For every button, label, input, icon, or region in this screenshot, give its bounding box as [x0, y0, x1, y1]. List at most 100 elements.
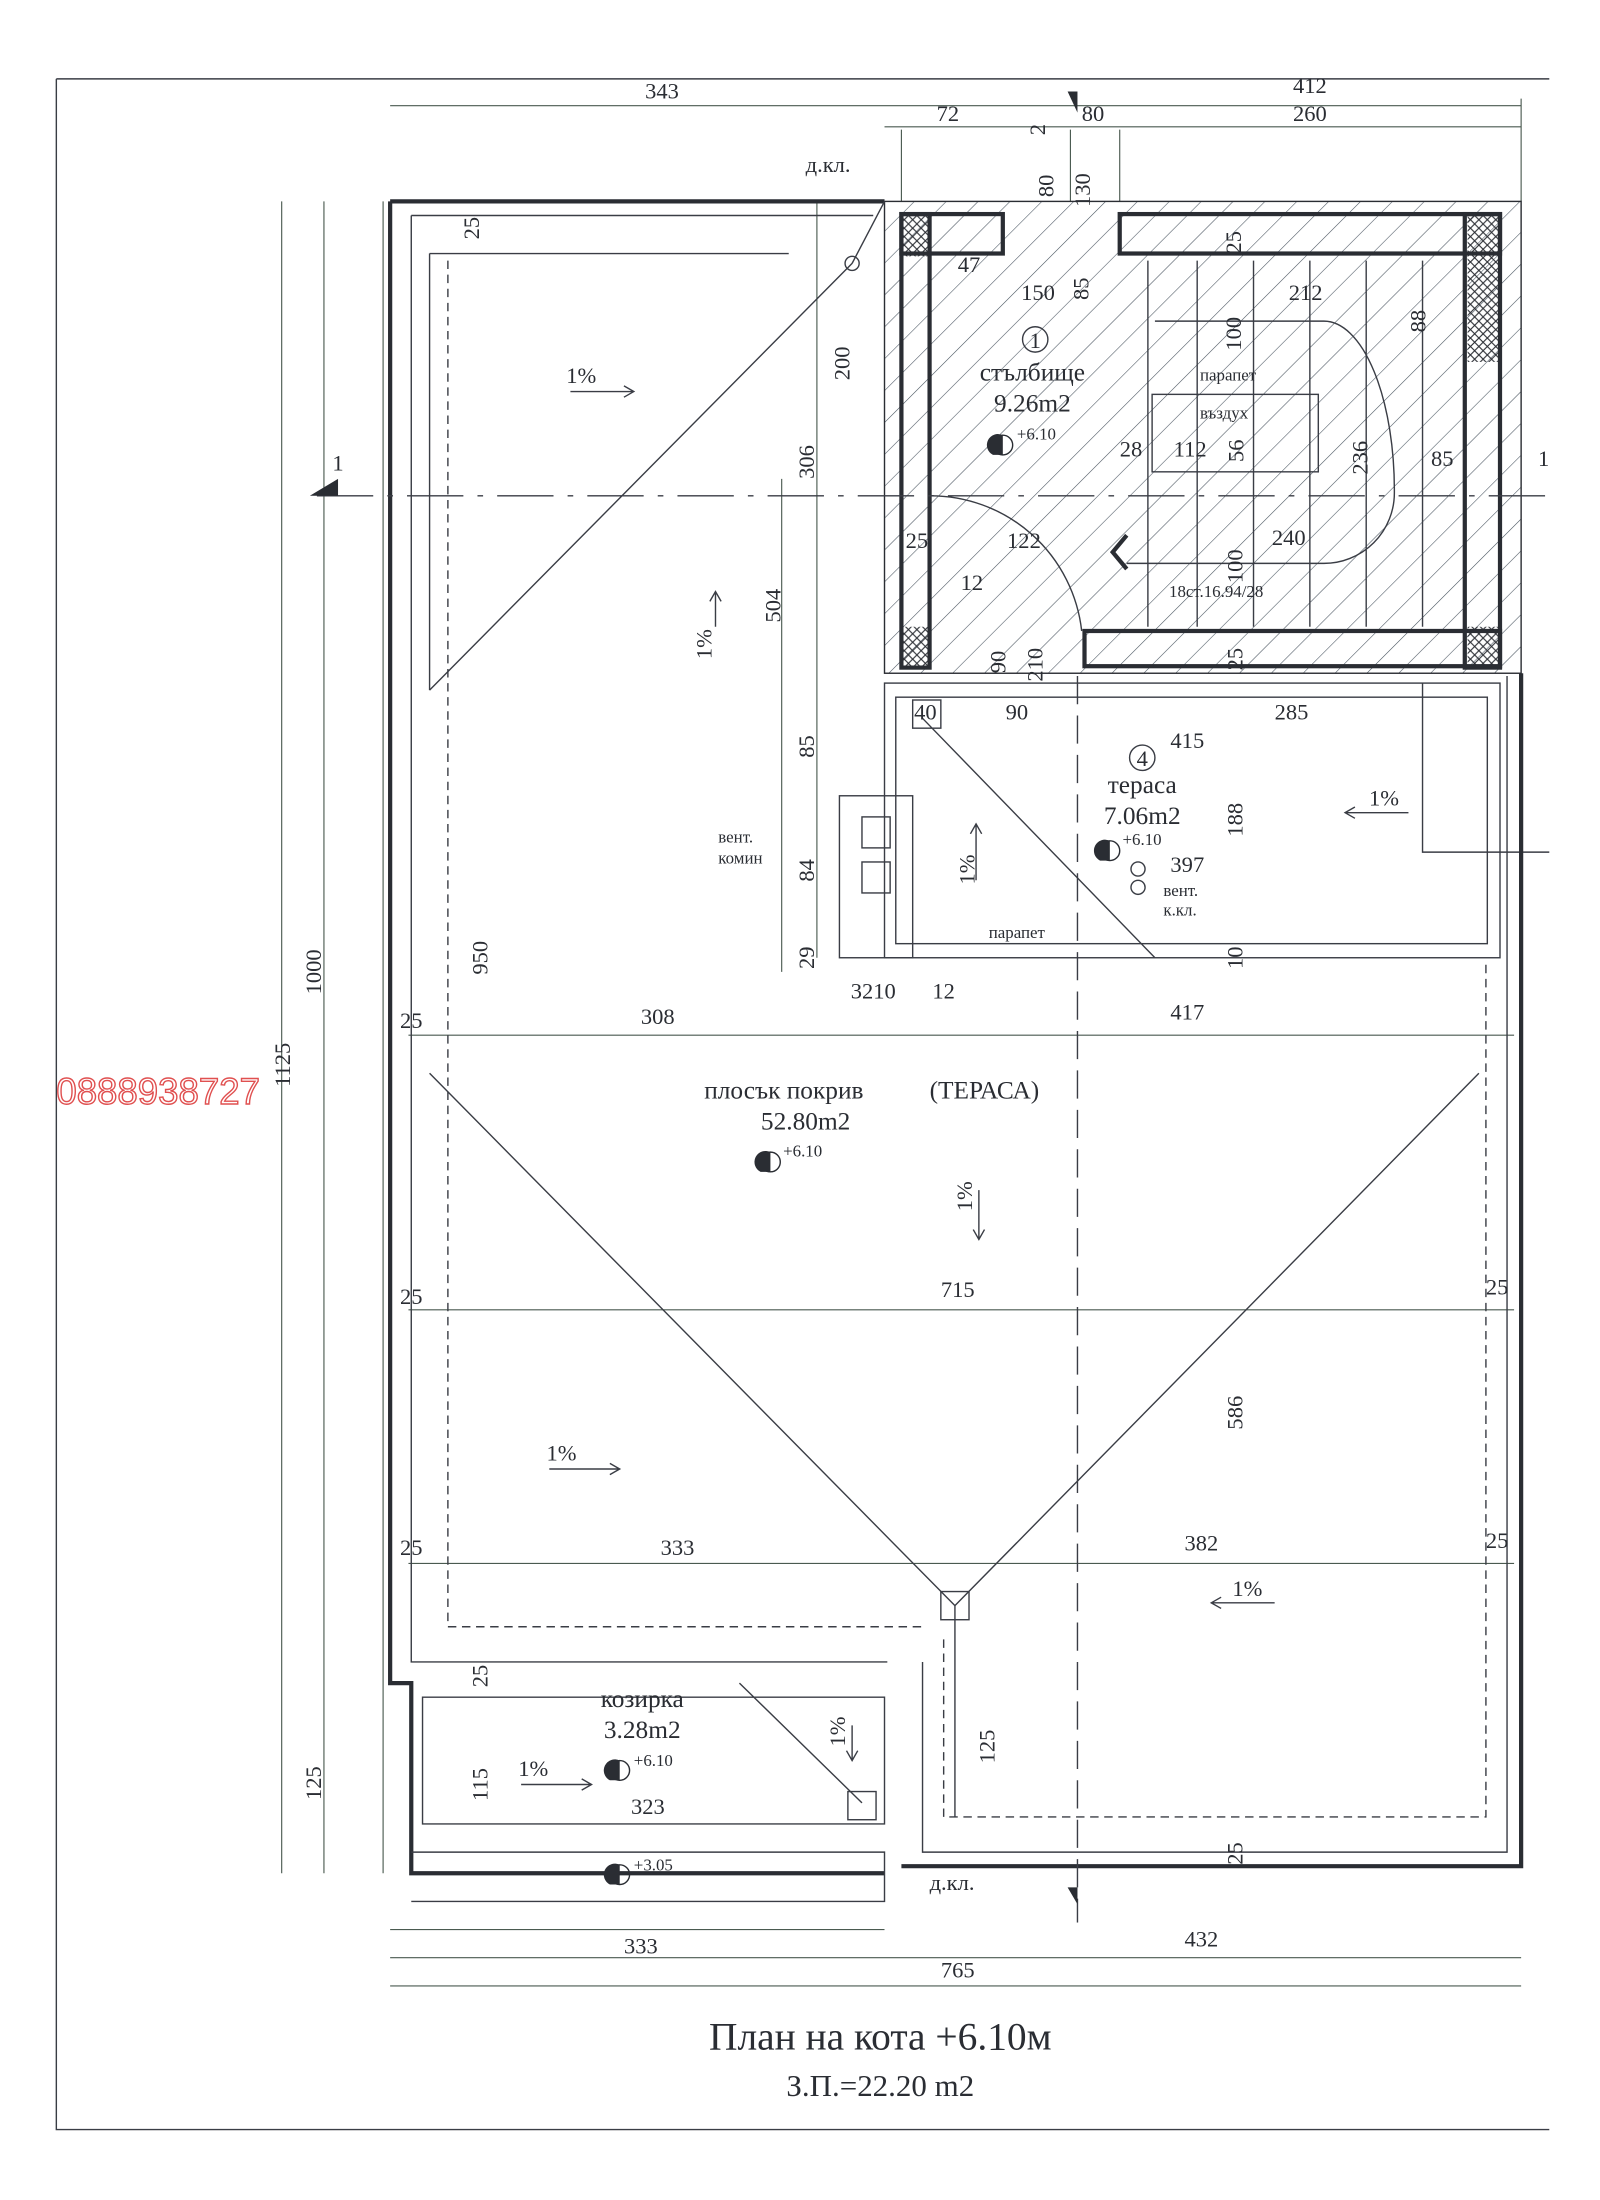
dimension-label: 85	[1069, 277, 1094, 300]
slope-label: 1%	[1232, 1576, 1262, 1601]
dimension-label: 397	[1170, 852, 1204, 877]
dimension-label: 84	[794, 859, 819, 882]
label-downpipe-k: к.кл.	[1163, 900, 1196, 919]
dimension-label: 333	[624, 1934, 658, 1959]
dimension-label: 765	[941, 1957, 975, 1982]
dimension-label: 100	[1222, 549, 1247, 583]
dimension-label: 88	[1405, 310, 1430, 333]
dimension-label: 80	[1034, 175, 1059, 198]
slope-label: 1%	[566, 363, 596, 388]
dimension-label: 25	[467, 1665, 492, 1688]
terrace-block	[838, 682, 1550, 959]
dimension-label: 12	[961, 570, 984, 595]
dimension-label: 285	[1275, 700, 1309, 725]
room-area: 7.06m2	[1104, 802, 1181, 830]
dimension-label: 25	[400, 1535, 423, 1560]
section-label: 1	[332, 450, 343, 475]
sheet-frame	[55, 78, 1550, 2131]
label-parapet: парапет	[989, 923, 1046, 942]
dimension-label: 260	[1293, 101, 1327, 126]
label-parapet: парапет	[1200, 365, 1257, 384]
dimension-label: 115	[467, 1768, 492, 1801]
dimension-label: 415	[1170, 728, 1204, 753]
label-downpipe: д.кл.	[806, 152, 851, 177]
dimension-label: 10	[1222, 946, 1247, 969]
dimension-label: 25	[1486, 1274, 1509, 1299]
dimension-label: 25	[1222, 648, 1247, 671]
room-level: +6.10	[1017, 424, 1056, 443]
dimension-label: 150	[1021, 280, 1055, 305]
plan-title: План на кота +6.10м	[709, 2014, 1052, 2058]
level-label: +3.05	[634, 1855, 673, 1874]
dimension-label: 40	[914, 700, 937, 725]
room-area: 52.80m2	[761, 1108, 850, 1136]
dimension-label: 28	[1120, 436, 1143, 461]
dimension-label: 25	[400, 1008, 423, 1033]
dimension-label: 2	[1025, 124, 1050, 135]
dimension-label: 212	[1289, 280, 1323, 305]
dimension-label: 47	[958, 252, 981, 277]
dimension-label: 504	[760, 589, 785, 623]
dimension-label: 90	[1006, 700, 1029, 725]
dimension-label: 25	[1486, 1528, 1509, 1553]
label-stairs: 18ст.16.94/28	[1169, 582, 1263, 601]
label-vent: вент.	[718, 827, 753, 846]
slope-label: 1%	[825, 1716, 850, 1746]
dimension-label: 12	[932, 979, 955, 1004]
dimension-label: 343	[645, 79, 679, 104]
room-name: стълбище	[980, 358, 1085, 386]
level-marker-icons	[603, 434, 1121, 1886]
dimension-label: 72	[937, 101, 960, 126]
dimension-label: 417	[1170, 1000, 1204, 1025]
slope-label: 1%	[518, 1756, 548, 1781]
dimension-label: 236	[1348, 441, 1373, 475]
slope-label: 1%	[955, 854, 980, 884]
dimension-label: 112	[1174, 436, 1207, 461]
dimension-label: 1000	[301, 949, 326, 994]
slope-label: 1%	[546, 1441, 576, 1466]
dimension-label: 240	[1272, 525, 1306, 550]
dimension-label: 25	[906, 528, 929, 553]
dimension-label: 382	[1185, 1531, 1219, 1556]
dimension-label: 90	[986, 651, 1011, 674]
label-vent: вент.	[1163, 881, 1198, 900]
room-area: 3.28m2	[604, 1716, 681, 1744]
label-air: въздух	[1200, 403, 1249, 422]
dimension-label: 85	[794, 735, 819, 758]
label-chimney: комин	[718, 848, 762, 867]
room-name: плосък покрив	[704, 1077, 863, 1105]
dimension-label: 950	[467, 941, 492, 975]
room-area: 9.26m2	[994, 389, 1071, 417]
label-downpipe: д.кл.	[930, 1870, 975, 1895]
roof-outline	[388, 199, 1524, 1903]
room-level: +6.10	[634, 1751, 673, 1770]
room-note: (ТЕРАСА)	[930, 1077, 1040, 1105]
dimension-label: 432	[1185, 1926, 1219, 1951]
dimension-label: 715	[941, 1277, 975, 1302]
room-level: +6.10	[1123, 830, 1162, 849]
dimension-label: 333	[661, 1535, 695, 1560]
slope-label: 1%	[691, 629, 716, 659]
slope-label: 1%	[1369, 786, 1399, 811]
dimension-label: 188	[1222, 803, 1247, 837]
dimension-label: 29	[794, 946, 819, 969]
dimension-label: 412	[1293, 73, 1327, 98]
dimension-label: 80	[1082, 101, 1105, 126]
dimension-label: 1125	[270, 1043, 295, 1087]
dimension-label: 200	[829, 346, 854, 380]
room-level: +6.10	[783, 1141, 822, 1160]
dimension-label: 25	[400, 1284, 423, 1309]
room-name: козирка	[601, 1685, 684, 1713]
room-number: 1	[1030, 328, 1041, 353]
dimension-label: 122	[1007, 528, 1041, 553]
room-labels: 1 стълбище 9.26m2 +6.10 4 тераса 7.06m2 …	[601, 326, 1181, 1770]
annotations: д.кл. парапет въздух 18ст.16.94/28 вент.…	[332, 152, 1399, 1895]
watermark-phone: 0888938727	[56, 1071, 260, 1112]
room-number: 4	[1137, 746, 1148, 771]
dimension-label: 3210	[851, 979, 896, 1004]
slope-arrow-icons	[521, 385, 1409, 1791]
dimension-label: 25	[459, 217, 484, 240]
dimension-label: 125	[301, 1766, 326, 1800]
